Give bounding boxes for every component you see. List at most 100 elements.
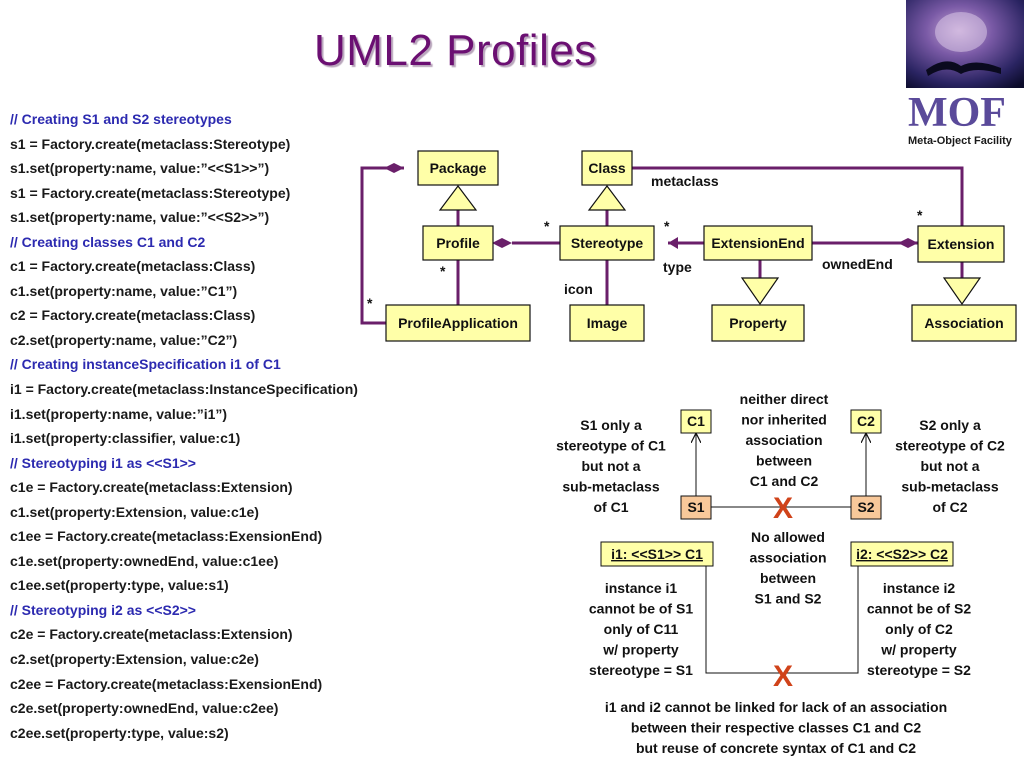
- code-line: c2ee.set(property:type, value:s2): [10, 724, 229, 741]
- note-instance-i1: instance i1 cannot be of S1 only of C11 w/ …: [589, 580, 693, 678]
- note-line: No allowed: [751, 529, 825, 545]
- mult-star-extension: *: [917, 207, 923, 223]
- box-association-label: Association: [924, 315, 1003, 331]
- note-line: C1 and C2: [750, 473, 819, 489]
- mult-star-profileapplication: *: [367, 295, 373, 311]
- profileapplication-package-line: [360, 166, 404, 325]
- note-line: sub-metaclass: [901, 479, 998, 495]
- note-line: stereotype = S1: [589, 662, 693, 678]
- note-line: i1 and i2 cannot be linked for lack of a…: [605, 699, 947, 715]
- note-line: S1 only a: [580, 417, 642, 433]
- box-property: Property: [711, 304, 805, 342]
- code-line: c1 = Factory.create(metaclass:Class): [10, 258, 256, 275]
- mult-star-stereotype: *: [544, 218, 550, 234]
- code-line: c1e = Factory.create(metaclass:Extension…: [10, 479, 293, 496]
- note-line: between: [760, 570, 816, 586]
- class-extension-metaclass-line: [629, 166, 964, 228]
- note-line: but reuse of concrete syntax of C1 and C…: [636, 740, 916, 756]
- code-comment-line: // Stereotyping i2 as <<S2>>: [10, 601, 196, 618]
- note-instance-i2: instance i2 cannot be of S2 only of C2 w/ p…: [867, 580, 971, 678]
- note-line: S2 only a: [919, 417, 981, 433]
- box-extensionend: ExtensionEnd: [703, 225, 813, 261]
- code-line: s1 = Factory.create(metaclass:Stereotype…: [10, 184, 291, 201]
- logo-letters: MOF: [908, 90, 1006, 136]
- note-line: association: [749, 550, 826, 566]
- code-line: c1ee.set(property:type, value:s1): [10, 577, 229, 594]
- box-c2-label: C2: [857, 413, 875, 429]
- note-line: w/ property: [602, 642, 679, 658]
- box-s2: S2: [850, 495, 882, 520]
- mult-star-extensionend: *: [664, 218, 670, 234]
- code-line: c2.set(property:Extension, value:c2e): [10, 651, 259, 668]
- box-image-label: Image: [587, 315, 628, 331]
- box-extensionend-label: ExtensionEnd: [711, 235, 804, 251]
- note-no-allowed-association: No allowed association between S1 and S2: [749, 529, 826, 607]
- box-c1: C1: [680, 409, 712, 434]
- note-bottom-summary: i1 and i2 cannot be linked for lack of a…: [605, 699, 947, 756]
- label-ownedend: ownedEnd: [822, 256, 893, 272]
- code-line: c2e = Factory.create(metaclass:Extension…: [10, 626, 293, 643]
- box-c2: C2: [850, 409, 882, 434]
- stereotype-arrowhead: [668, 237, 678, 249]
- code-comment-line: // Creating classes C1 and C2: [10, 233, 206, 250]
- class-triangle: [587, 185, 627, 211]
- label-icon: icon: [564, 281, 593, 297]
- code-line: c1e.set(property:ownedEnd, value:c1ee): [10, 552, 279, 569]
- note-line: only of C11: [604, 621, 679, 637]
- box-s2-label: S2: [857, 499, 874, 515]
- note-line: neither direct: [740, 391, 829, 407]
- profile-diamond: [492, 238, 512, 248]
- note-line: of C2: [933, 499, 968, 515]
- note-line: stereotype of C1: [556, 438, 666, 454]
- association-triangle: [942, 277, 982, 306]
- note-s1-only-stereotype: S1 only a stereotype of C1 but not a sub-me…: [556, 417, 666, 515]
- note-line: only of C2: [885, 621, 953, 637]
- cross-s1-s2: X: [773, 492, 793, 525]
- code-comment-line: // Stereotyping i1 as <<S1>>: [10, 454, 196, 471]
- note-line: instance i1: [605, 580, 678, 596]
- note-line: cannot be of S2: [867, 601, 971, 617]
- note-line: stereotype of C2: [895, 438, 1005, 454]
- code-line: c2 = Factory.create(metaclass:Class): [10, 307, 256, 324]
- box-c1-label: C1: [687, 413, 705, 429]
- note-line: but not a: [581, 458, 640, 474]
- box-image: Image: [569, 304, 645, 342]
- package-triangle: [438, 185, 478, 211]
- code-comment-line: // Creating S1 and S2 stereotypes: [10, 111, 232, 127]
- code-line: s1.set(property:name, value:”<<S1>>”): [10, 160, 270, 177]
- note-line: association: [745, 432, 822, 448]
- example-connectors: [696, 434, 866, 674]
- code-line: c1ee = Factory.create(metaclass:Exension…: [10, 528, 323, 545]
- label-metaclass: metaclass: [651, 173, 719, 189]
- box-property-label: Property: [729, 315, 787, 331]
- box-class: Class: [581, 150, 633, 186]
- code-comment-line: // Creating instanceSpecification i1 of …: [10, 356, 281, 373]
- code-listing: // Creating S1 and S2 stereotypes s1 = Fa…: [10, 107, 358, 745]
- code-line: s1.set(property:name, value:”<<S2>>”): [10, 209, 270, 226]
- note-line: cannot be of S1: [589, 601, 693, 617]
- box-association: Association: [911, 304, 1017, 342]
- note-line: w/ property: [880, 642, 957, 658]
- note-line: nor inherited: [741, 412, 827, 428]
- code-line: i1 = Factory.create(metaclass:InstanceSp…: [10, 381, 358, 398]
- box-stereotype-label: Stereotype: [571, 235, 644, 251]
- note-line: between: [756, 453, 812, 469]
- code-line: c2e.set(property:ownedEnd, value:c2ee): [10, 700, 279, 717]
- code-line: i1.set(property:name, value:”i1”): [10, 405, 228, 422]
- composition-diamonds: [384, 163, 918, 249]
- note-line: instance i2: [883, 580, 956, 596]
- box-package: Package: [417, 150, 499, 186]
- property-triangle: [740, 277, 780, 306]
- code-line: i1.set(property:classifier, value:c1): [10, 430, 241, 447]
- box-i1-label: i1: <<S1>> C1: [611, 546, 703, 562]
- box-extension: Extension: [917, 225, 1005, 263]
- note-line: sub-metaclass: [562, 479, 659, 495]
- box-extension-label: Extension: [928, 236, 995, 252]
- code-line: c2ee = Factory.create(metaclass:Exension…: [10, 675, 323, 692]
- note-line: S1 and S2: [755, 591, 822, 607]
- logo-caption: Meta-Object Facility: [908, 135, 1013, 147]
- note-line: stereotype = S2: [867, 662, 971, 678]
- generalization-triangles: [438, 185, 982, 306]
